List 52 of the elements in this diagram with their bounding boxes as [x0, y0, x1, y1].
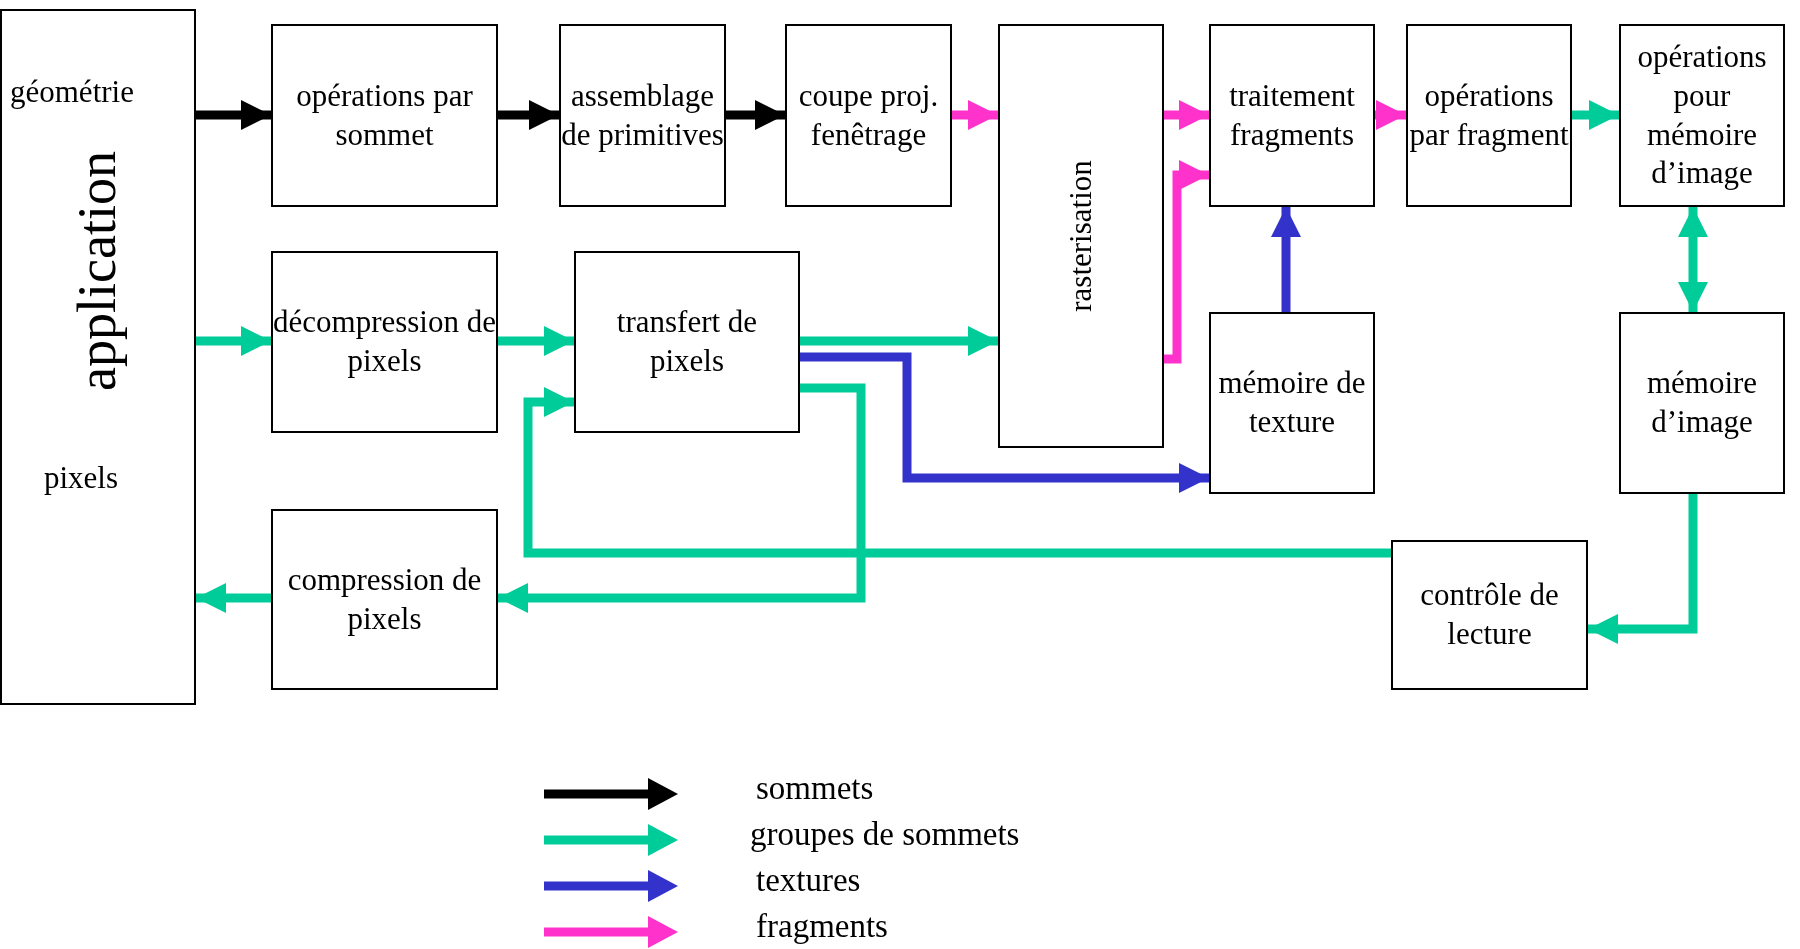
application-box — [0, 9, 196, 705]
node-label: mémoire de texture — [1217, 364, 1367, 441]
process-box — [1619, 312, 1785, 494]
node-label: rasterisation — [1061, 160, 1099, 312]
node-label: géométrie — [10, 73, 134, 111]
arrow — [523, 387, 1391, 558]
arrow — [1375, 100, 1406, 130]
node-label: opérations pour mémoire d’image — [1636, 38, 1768, 193]
arrow — [952, 100, 998, 130]
process-box — [271, 509, 498, 690]
legend-label: groupes de sommets — [750, 816, 1020, 853]
arrow — [196, 326, 271, 356]
node-label: contrôle de lecture — [1419, 576, 1560, 653]
node-label: pixels — [44, 459, 119, 497]
process-box — [271, 251, 498, 433]
legend-label: sommets — [756, 770, 874, 807]
process-box — [1406, 24, 1572, 207]
arrow — [800, 352, 1209, 493]
process-box — [785, 24, 952, 207]
arrow — [1271, 207, 1301, 312]
node-label: transfert de pixels — [615, 303, 759, 380]
legend-label: textures — [756, 862, 861, 899]
arrow — [800, 326, 998, 356]
node-label: traitement fragments — [1228, 76, 1356, 154]
arrow — [1164, 100, 1209, 130]
arrow — [498, 100, 559, 130]
arrow — [1572, 100, 1619, 130]
process-box — [1209, 312, 1375, 494]
process-box — [1391, 540, 1588, 690]
node-label: compression de pixels — [286, 560, 483, 638]
process-box — [1209, 24, 1375, 207]
node-label: décompression de pixels — [273, 303, 496, 380]
process-box — [559, 24, 726, 207]
arrow — [498, 326, 574, 356]
arrow — [1164, 160, 1209, 364]
arrow — [498, 383, 866, 613]
rasterisation-box — [998, 24, 1164, 448]
arrow — [1588, 494, 1698, 644]
arrow — [196, 100, 271, 130]
node-label: opérations par sommet — [295, 76, 474, 154]
arrow — [196, 583, 271, 613]
node-label: assemblage de primitives — [561, 76, 724, 154]
arrow — [726, 100, 785, 130]
node-label: application — [66, 151, 129, 391]
arrow — [1678, 207, 1708, 312]
legend-label: fragments — [756, 908, 888, 945]
node-label: mémoire d’image — [1645, 364, 1759, 441]
process-box — [1619, 24, 1785, 207]
node-label: opérations par fragment — [1408, 76, 1570, 154]
process-box — [271, 24, 498, 207]
node-label: coupe proj. fenêtrage — [797, 76, 940, 154]
process-box — [574, 251, 800, 433]
